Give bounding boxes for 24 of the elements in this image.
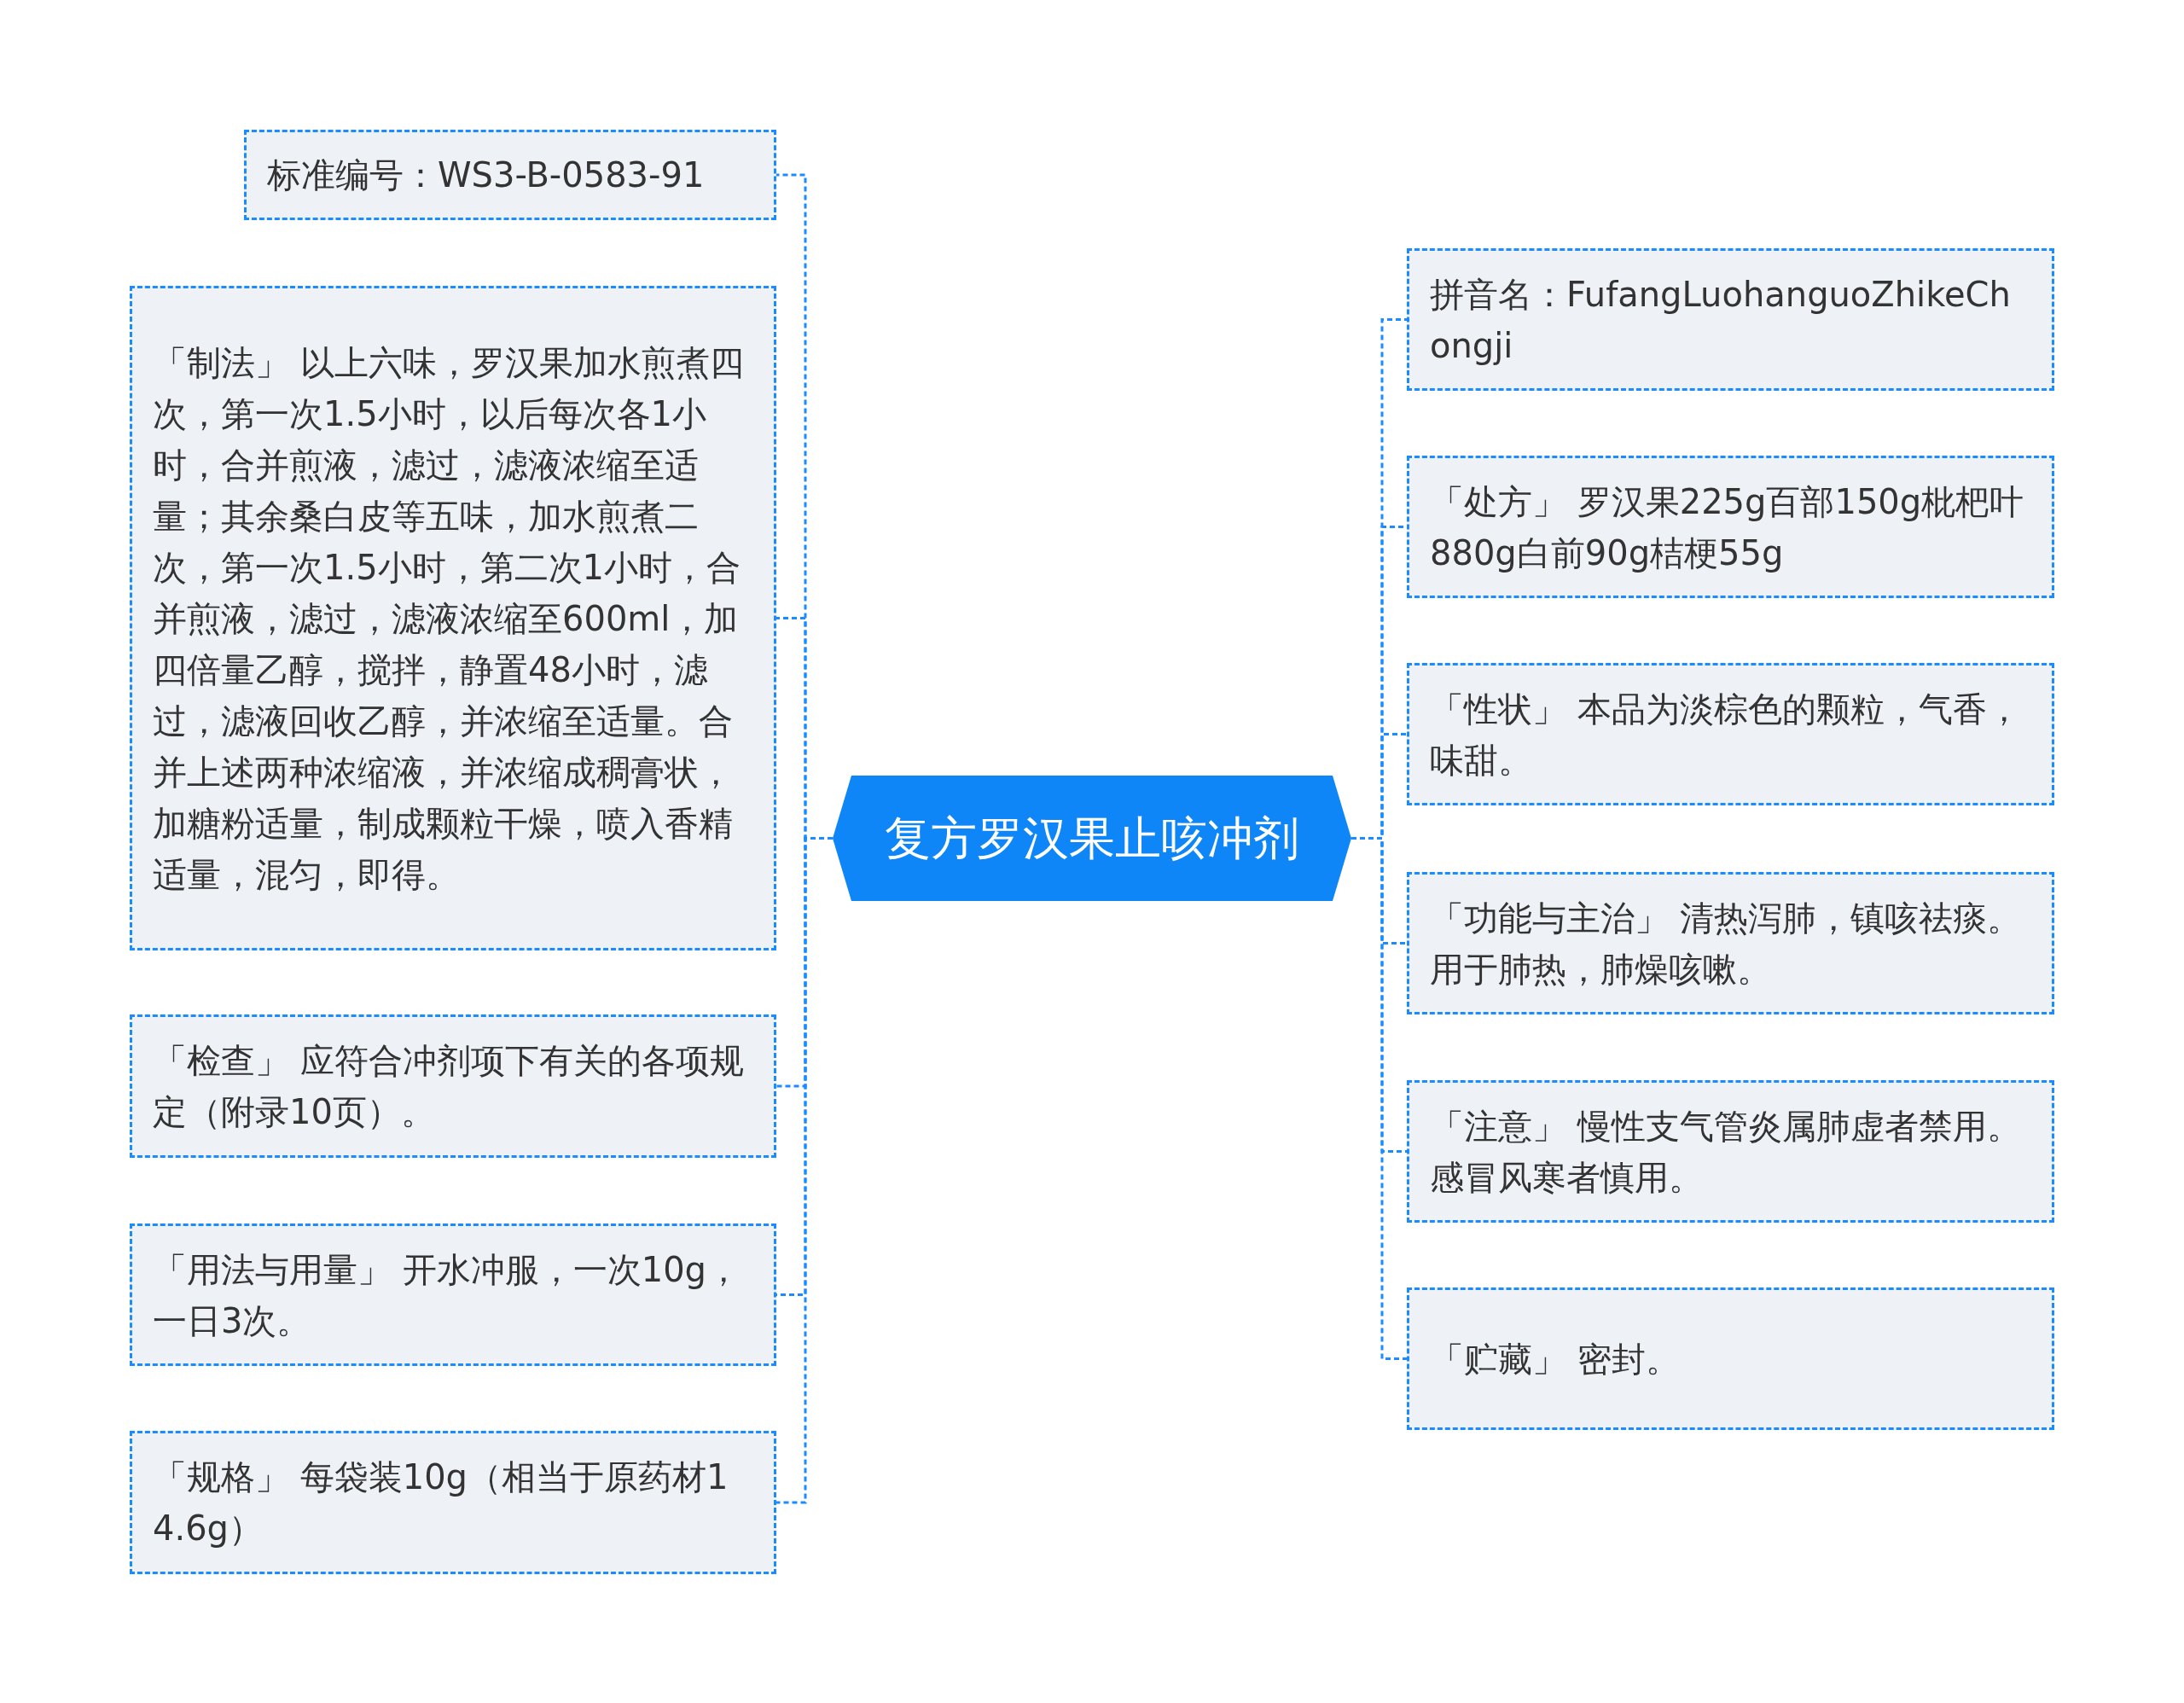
topic-card bbox=[1407, 1287, 2054, 1430]
topic-card bbox=[130, 1014, 776, 1158]
topic-text: 「功能与主治」 清热泻肺，镇咳祛痰。用于肺热，肺燥咳嗽。 bbox=[1430, 897, 2022, 991]
topic-text: 「检查」 应符合冲剂项下有关的各项规定（附录10页）。 bbox=[153, 1040, 745, 1133]
topic-text: 「制法」 以上六味，罗汉果加水煎煮四次，第一次1.5小时，以后每次各1小时，合并煎液，滤过，滤液浓缩至适量；其余桑白皮等五味，加水煎煮二次，第一次1.5小时，第二次1小时，合并煎液，滤过，滤液浓缩至600ml，加四倍量乙醇，搅拌，静置48小时，滤过，滤液回收乙醇，并浓缩至适量。合并上述两种浓缩液，并浓缩成稠膏状，加糖粉适量，制成颗粒干燥，喷入香精适量，混匀，即得。 bbox=[153, 341, 745, 896]
topic-text: 标准编号：WS3-B-0583-91 bbox=[267, 154, 706, 196]
topic-title: 复方罗汉果止咳冲剂 bbox=[885, 815, 1299, 862]
topic-card bbox=[1407, 872, 2054, 1014]
topic-card bbox=[130, 1223, 776, 1366]
topic-card bbox=[1407, 1080, 2054, 1223]
topic-card bbox=[1407, 248, 2054, 391]
topic-text: 「规格」 每袋装10g（相当于原药材14.6g） bbox=[153, 1456, 729, 1549]
topic-text: 拼音名：FufangLuohanguoZhikeChongji bbox=[1430, 273, 2012, 367]
topic-hexagon bbox=[833, 776, 1351, 901]
topic-card bbox=[130, 286, 776, 950]
topic-text: 「贮藏」 密封。 bbox=[1430, 1338, 1681, 1380]
topic-card bbox=[1407, 663, 2054, 805]
topic-text: 「注意」 慢性支气管炎属肺虚者禁用。感冒风寒者慎用。 bbox=[1430, 1105, 2022, 1199]
topic-card bbox=[1407, 456, 2054, 598]
topic-card bbox=[244, 130, 776, 220]
topic-text: 「用法与用量」 开水冲服，一次10g，一日3次。 bbox=[153, 1248, 741, 1342]
topic-text: 「处方」 罗汉果225g百部150g枇杷叶880g白前90g桔梗55g bbox=[1430, 480, 2025, 574]
topic-text: 「性状」 本品为淡棕色的颗粒，气香，味甜。 bbox=[1430, 688, 2022, 782]
topic-card bbox=[130, 1431, 776, 1574]
